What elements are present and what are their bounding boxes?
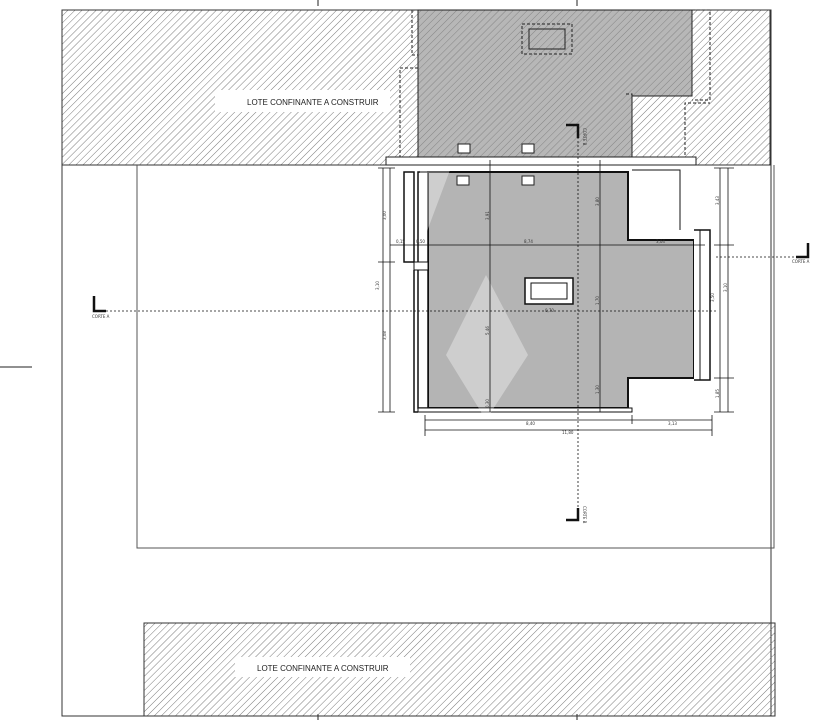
dim-top-left-b: 0,50 bbox=[416, 239, 425, 244]
dim-mid-3: 5,46 bbox=[485, 326, 490, 335]
dim-mid-5: 1,30 bbox=[595, 385, 600, 394]
dim-inner: 0,70 bbox=[545, 308, 554, 313]
section-cut-b: CORTE B CORTE B bbox=[566, 123, 587, 524]
dim-mid-6: 0,30 bbox=[485, 399, 490, 408]
dim-mid-1: 3,91 bbox=[485, 211, 490, 220]
building-footprint bbox=[385, 156, 711, 420]
section-cut-a: CORTE A CORTE A bbox=[92, 243, 810, 319]
dim-top-right: 3,04 bbox=[656, 239, 665, 244]
dim-top-mid: 8,74 bbox=[524, 239, 533, 244]
dim-total-width: 11,80 bbox=[562, 430, 574, 435]
dim-top-left-a: 0,15 bbox=[396, 239, 405, 244]
dim-left-1: 3,00 bbox=[382, 211, 387, 220]
top-neighbour-lot: LOTE CONFINANTE A CONSTRUIR bbox=[61, 9, 771, 166]
dim-bottom-right: 3,13 bbox=[668, 421, 677, 426]
dimension-lines bbox=[378, 160, 734, 436]
dim-bottom-left: 8,40 bbox=[526, 421, 535, 426]
dim-mid-2: 3,80 bbox=[595, 197, 600, 206]
dim-left-2: 3,10 bbox=[375, 281, 380, 290]
bottom-neighbour-lot: LOTE CONFINANTE A CONSTRUIR bbox=[143, 622, 776, 717]
dimension-labels: 11,80 8,40 3,13 8,74 3,04 0,15 0,50 0,70… bbox=[375, 196, 728, 435]
dim-right-2: 3,10 bbox=[723, 283, 728, 292]
cut-b-top-label: CORTE B bbox=[582, 128, 587, 146]
dim-mid-4: 1,70 bbox=[595, 296, 600, 305]
cut-b-bottom-label: CORTE B bbox=[582, 506, 587, 524]
bottom-lot-label: LOTE CONFINANTE A CONSTRUIR bbox=[257, 664, 389, 673]
dim-mid-7: 3,50 bbox=[710, 293, 715, 302]
cut-a-left-label: CORTE A bbox=[92, 314, 110, 319]
dim-right-3: 1,85 bbox=[715, 389, 720, 398]
top-lot-label: LOTE CONFINANTE A CONSTRUIR bbox=[247, 98, 379, 107]
dim-left-3: 3,08 bbox=[382, 331, 387, 340]
plot-inner-boundary bbox=[136, 165, 775, 549]
dim-right-1: 3,43 bbox=[715, 196, 720, 205]
cut-a-right-label: CORTE A bbox=[792, 259, 810, 264]
